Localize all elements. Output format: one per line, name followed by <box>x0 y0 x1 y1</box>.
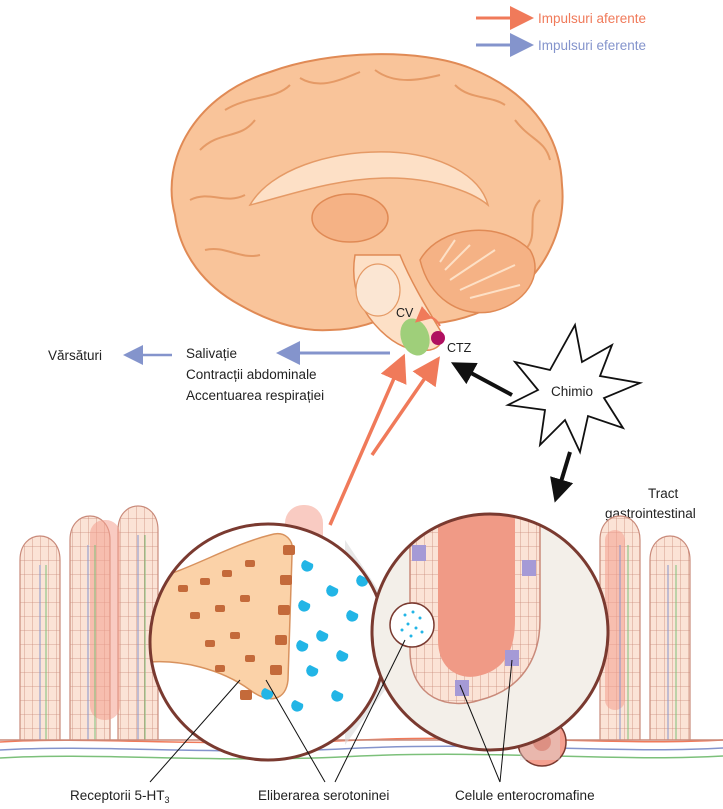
serotonin-release-label: Eliberarea serotoninei <box>258 788 389 803</box>
chemo-starburst: Chimio <box>458 325 640 495</box>
crypt-zoom-circle <box>372 510 608 750</box>
enterochromaffin-label: Celule enterocromafine <box>455 788 595 803</box>
brain-illustration: CV CTZ <box>172 54 563 359</box>
afferent-pathways <box>330 360 436 525</box>
cv-label: CV <box>396 306 414 320</box>
afferent-legend-label: Impulsuri aferente <box>538 11 646 26</box>
effect-salivation: Salivație <box>186 346 237 361</box>
thalamus <box>312 194 388 242</box>
responses: Vărsături Salivație Contracții abdominal… <box>48 346 390 403</box>
crypt-lumen <box>438 510 515 677</box>
legend: Impulsuri aferente Impulsuri eferente <box>476 11 646 53</box>
effect-abdominal: Contracții abdominale <box>186 367 317 382</box>
chemo-to-gut-arrow <box>557 452 570 495</box>
pons <box>356 264 400 316</box>
synapse-zoom-circle <box>150 524 386 760</box>
receptors-label: Receptorii 5-HT3 <box>70 788 170 805</box>
ctz-label: CTZ <box>447 341 472 355</box>
efferent-legend-label: Impulsuri eferente <box>538 38 646 53</box>
vomiting-label: Vărsături <box>48 348 102 363</box>
ctz-chemoreceptor-zone <box>431 331 445 345</box>
afferent-arrow-left <box>330 360 402 525</box>
chemo-label: Chimio <box>551 384 593 399</box>
bottom-labels: Receptorii 5-HT3 Eliberarea serotoninei … <box>70 788 595 805</box>
chemo-to-ctz-arrow <box>458 366 512 395</box>
gi-tract-label-line1: Tract <box>648 486 678 501</box>
effect-respiration: Accentuarea respirației <box>186 388 324 403</box>
